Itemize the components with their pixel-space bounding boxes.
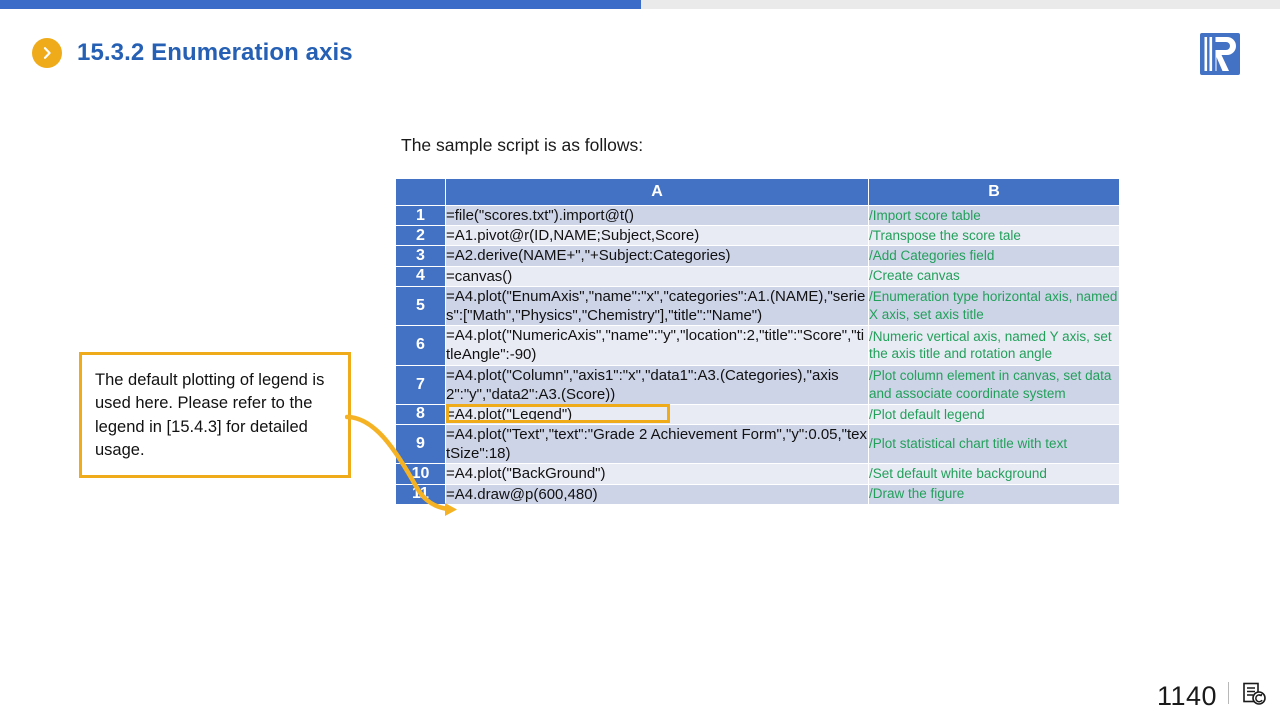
raqsoft-book-r-logo (1198, 31, 1242, 77)
cell-b-comment[interactable]: /Enumeration type horizontal axis, named… (868, 285, 1120, 327)
cell-a[interactable]: =A4.plot("BackGround") (445, 463, 869, 485)
table-row: 7=A4.plot("Column","axis1":"x","data1":A… (395, 364, 1120, 405)
cell-a[interactable]: =canvas() (445, 265, 869, 287)
table-row: 4=canvas()/Create canvas (395, 265, 1120, 287)
page-title: 15.3.2 Enumeration axis (77, 39, 353, 66)
table-row: 11=A4.draw@p(600,480)/Draw the figure (395, 483, 1120, 505)
table-header-row: A B (395, 178, 1120, 206)
top-accent-bar-fill (0, 0, 641, 9)
page-title-row: 15.3.2 Enumeration axis (32, 38, 353, 68)
row-number-cell: 10 (395, 463, 446, 485)
row-number-cell: 9 (395, 424, 446, 465)
table-row: 2=A1.pivot@r(ID,NAME;Subject,Score)/Tran… (395, 225, 1120, 247)
footer-divider (1228, 682, 1229, 704)
row-number-cell: 7 (395, 364, 446, 405)
row-number-cell: 3 (395, 245, 446, 267)
cell-a[interactable]: =A4.plot("EnumAxis","name":"x","categori… (445, 285, 869, 327)
cell-b-comment[interactable]: /Plot column element in canvas, set data… (868, 364, 1120, 405)
row-number-cell: 8 (395, 403, 446, 426)
callout-text: The default plotting of legend is used h… (95, 371, 325, 460)
cell-b-comment[interactable]: /Import score table (868, 204, 1120, 227)
script-table: A B 1=file("scores.txt").import@t()/Impo… (395, 178, 1120, 505)
chevron-right-circle-icon (32, 38, 62, 68)
column-header-rownum (395, 178, 446, 206)
page-number: 1140 (1156, 681, 1217, 711)
cell-b-comment[interactable]: /Transpose the score tale (868, 225, 1120, 247)
column-header-b: B (868, 178, 1120, 206)
cell-a[interactable]: =A4.plot("Text","text":"Grade 2 Achievem… (445, 424, 869, 465)
row-number-cell: 11 (395, 483, 446, 505)
cell-a-highlighted[interactable]: =A4.plot("Legend") (445, 403, 869, 426)
cell-a[interactable]: =A4.plot("NumericAxis","name":"y","locat… (445, 325, 869, 366)
row-number-cell: 6 (395, 325, 446, 366)
row-number-cell: 5 (395, 285, 446, 327)
cell-b-comment[interactable]: /Plot default legend (868, 403, 1120, 426)
row-number-cell: 4 (395, 265, 446, 287)
cell-b-comment[interactable]: /Numeric vertical axis, named Y axis, se… (868, 325, 1120, 366)
row-number-cell: 1 (395, 204, 446, 227)
table-row: 1=file("scores.txt").import@t()/Import s… (395, 204, 1120, 227)
cell-a[interactable]: =A2.derive(NAME+","+Subject:Categories) (445, 245, 869, 267)
column-header-a: A (445, 178, 869, 206)
cell-b-comment[interactable]: /Create canvas (868, 265, 1120, 287)
intro-text: The sample script is as follows: (401, 135, 644, 155)
table-row: 10=A4.plot("BackGround")/Set default whi… (395, 463, 1120, 485)
cell-a[interactable]: =A4.draw@p(600,480) (445, 483, 869, 505)
row-number-cell: 2 (395, 225, 446, 247)
top-accent-bar (0, 0, 1280, 9)
cell-a[interactable]: =file("scores.txt").import@t() (445, 204, 869, 227)
cell-a[interactable]: =A4.plot("Column","axis1":"x","data1":A3… (445, 364, 869, 405)
table-row: 6=A4.plot("NumericAxis","name":"y","loca… (395, 325, 1120, 366)
table-row: 3=A2.derive(NAME+","+Subject:Categories)… (395, 245, 1120, 267)
table-row: 9=A4.plot("Text","text":"Grade 2 Achieve… (395, 424, 1120, 465)
callout-box: The default plotting of legend is used h… (79, 352, 351, 478)
document-back-icon (1240, 680, 1268, 708)
cell-b-comment[interactable]: /Add Categories field (868, 245, 1120, 267)
table-row: 5=A4.plot("EnumAxis","name":"x","categor… (395, 285, 1120, 327)
cell-b-comment[interactable]: /Plot statistical chart title with text (868, 424, 1120, 465)
cell-a[interactable]: =A1.pivot@r(ID,NAME;Subject,Score) (445, 225, 869, 247)
cell-b-comment[interactable]: /Set default white background (868, 463, 1120, 485)
table-row: 8=A4.plot("Legend")/Plot default legend (395, 403, 1120, 426)
cell-b-comment[interactable]: /Draw the figure (868, 483, 1120, 505)
